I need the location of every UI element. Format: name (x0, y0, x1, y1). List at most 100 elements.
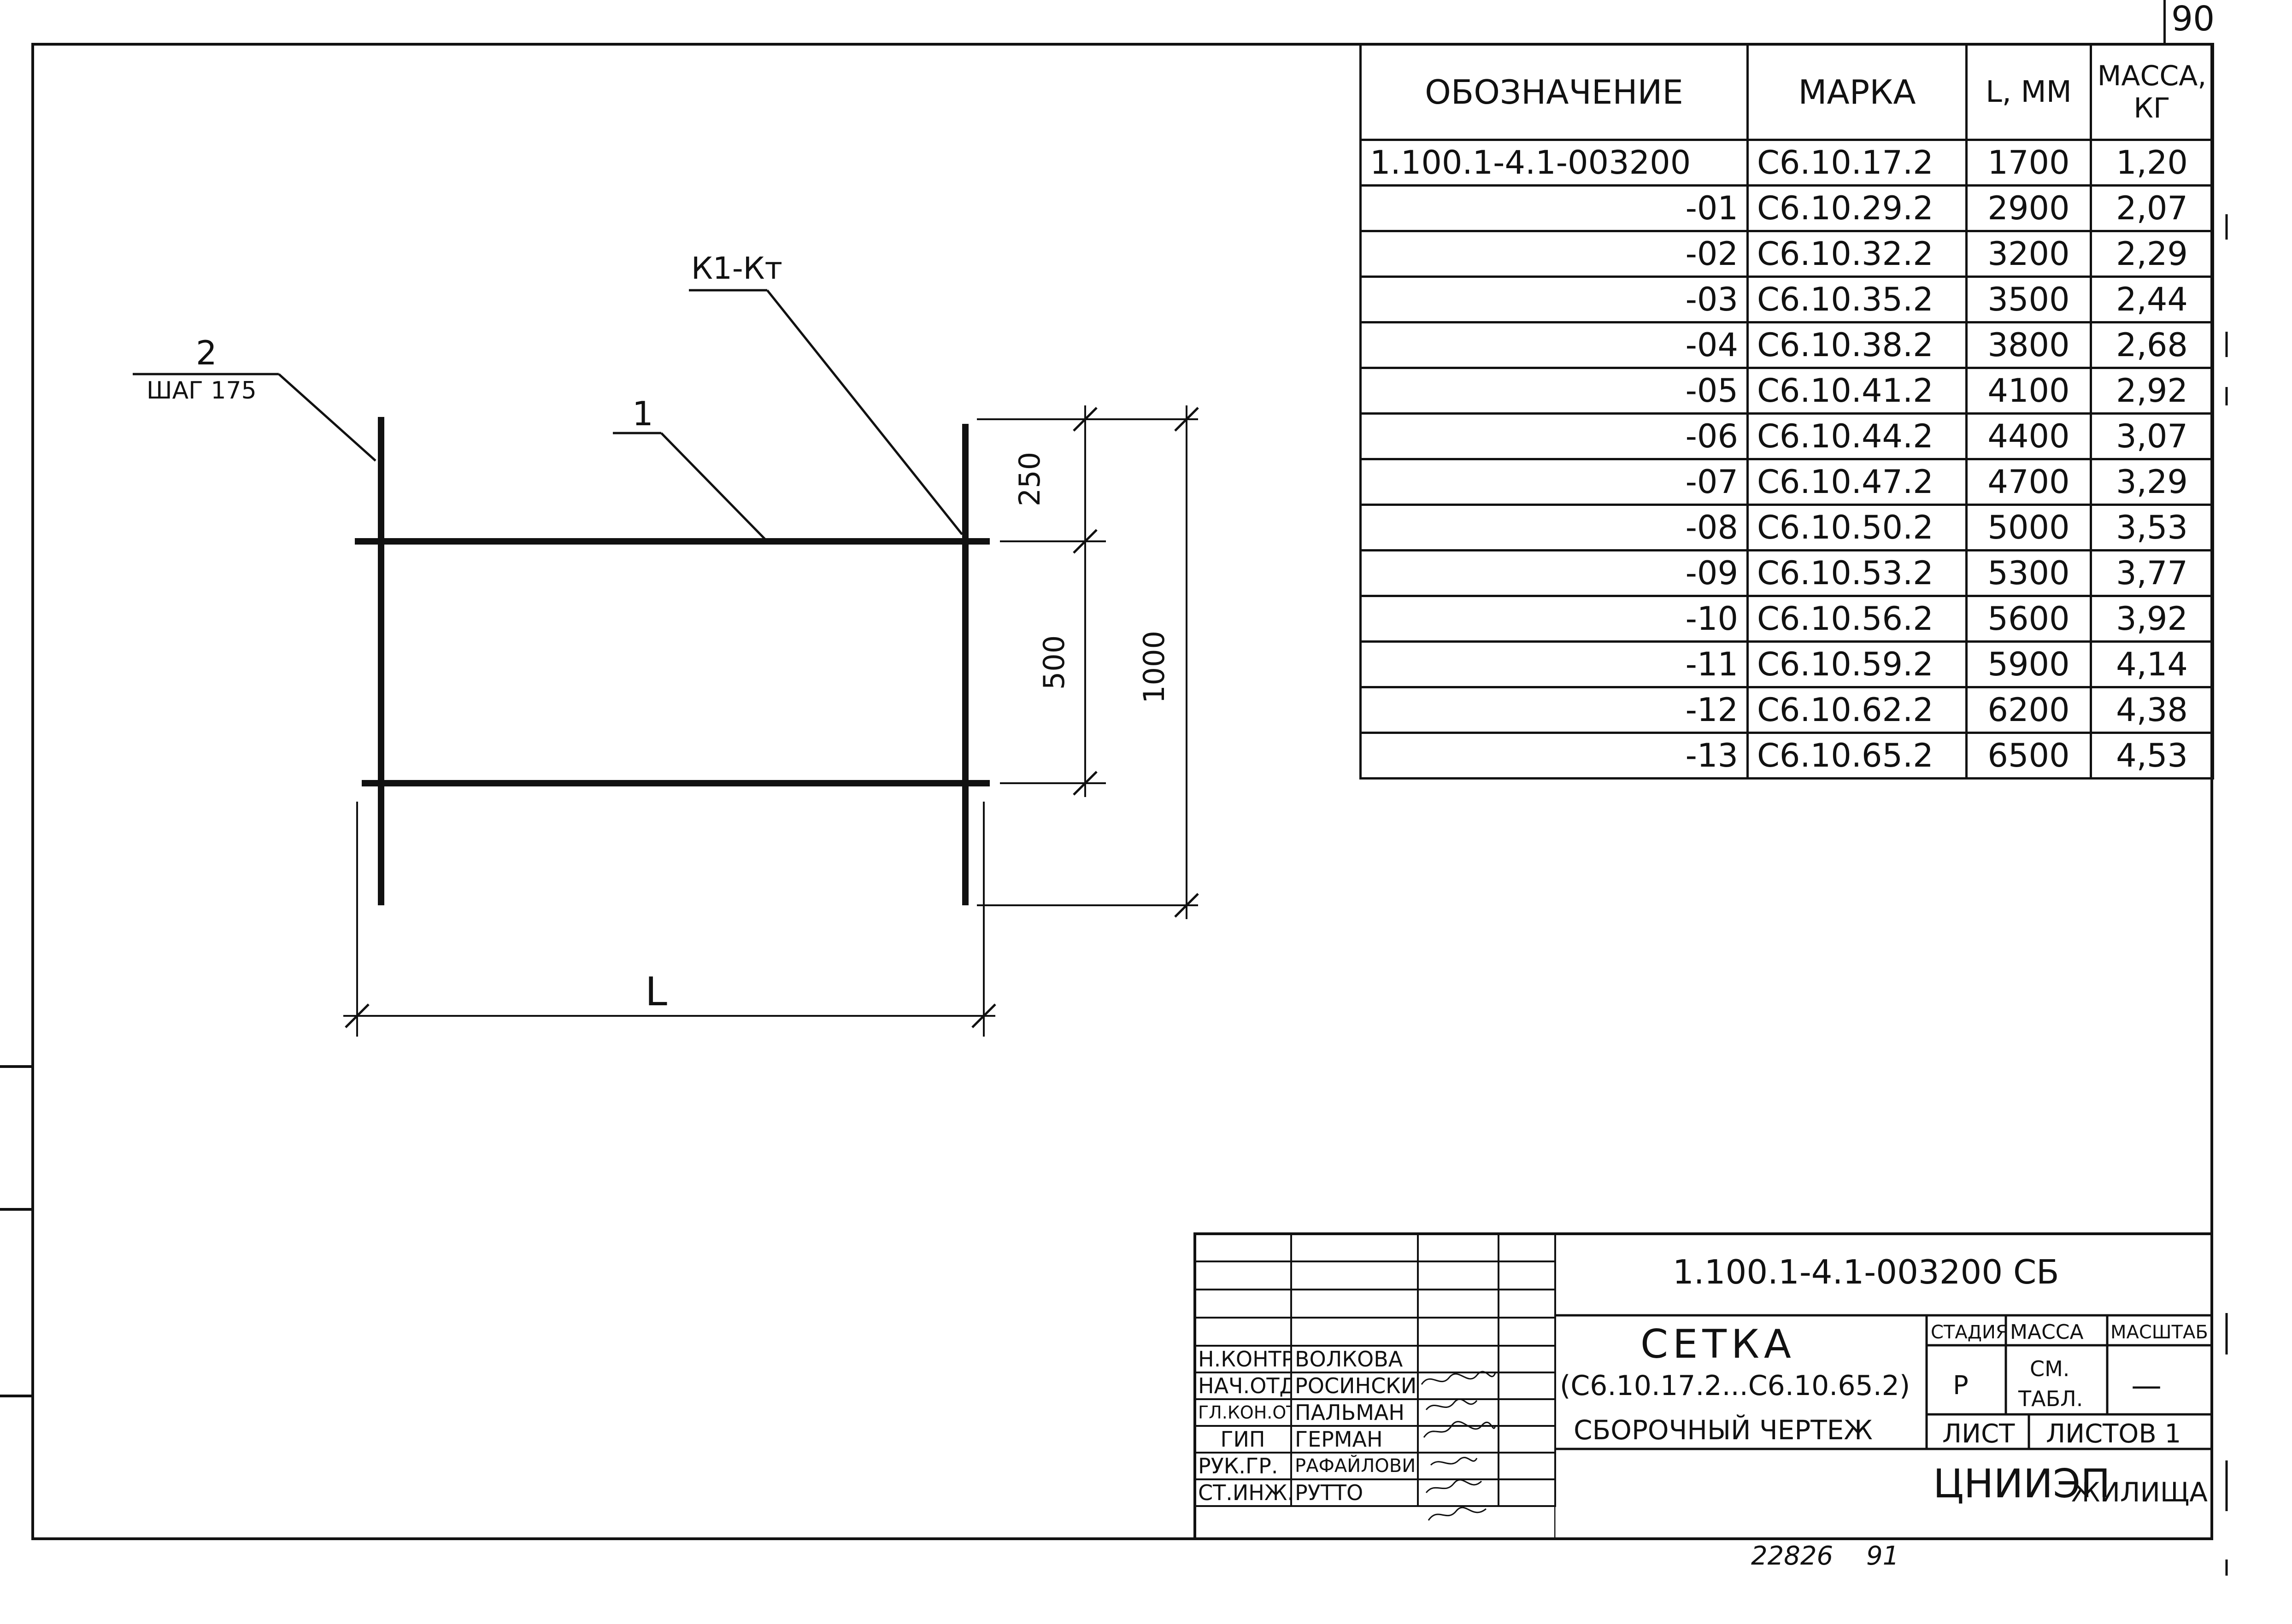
signature-mark (1417, 1478, 1499, 1507)
edge-ticks (0, 1065, 31, 1397)
stage-value: Р (1953, 1371, 1969, 1401)
length-cell: 4100 (1965, 367, 2092, 415)
table-row: -12 С6.10.62.2 6200 4,38 (1359, 686, 2214, 734)
signature-role: Н.КОНТР. (1193, 1345, 1292, 1373)
mass-cell: 4,53 (2090, 732, 2214, 780)
specification-table: ОБОЗНАЧЕНИЕ МАРКА L, ММ МАССА, КГ 1.100.… (1359, 43, 2214, 780)
mark-cell: С6.10.62.2 (1746, 686, 1968, 734)
designation-cell: -11 (1359, 640, 1749, 688)
length-cell: 4400 (1965, 412, 2092, 460)
signature-row: СТ.ИНЖ. РУТТО (1193, 1478, 1556, 1507)
dimension-length: L (645, 969, 667, 1015)
mark-cell: С6.10.38.2 (1746, 321, 1968, 369)
table-row: -05 С6.10.41.2 4100 2,92 (1359, 367, 2214, 415)
mass-cell: 1,20 (2090, 139, 2214, 187)
mass-cell: 3,29 (2090, 458, 2214, 506)
table-row: -08 С6.10.50.2 5000 3,53 (1359, 504, 2214, 551)
signature-mark (1417, 1345, 1499, 1373)
signature-row: НАЧ.ОТД. РОСИНСКИЙ (1193, 1372, 1556, 1400)
mark-cell: С6.10.35.2 (1746, 276, 1968, 323)
mass-cell: 3,53 (2090, 504, 2214, 551)
mass-cell: 4,38 (2090, 686, 2214, 734)
mark-cell: С6.10.44.2 (1746, 412, 1968, 460)
signature-role: НАЧ.ОТД. (1193, 1372, 1292, 1400)
header-length: L, ММ (1965, 43, 2092, 141)
length-cell: 5000 (1965, 504, 2092, 551)
sheet-number: 90 (2171, 0, 2215, 39)
mass-header: МАССА (2010, 1320, 2084, 1344)
mass-cell: 2,68 (2090, 321, 2214, 369)
title-main: СЕТКА (1640, 1321, 1796, 1367)
designation-cell: -02 (1359, 230, 1749, 278)
table-row: -01 С6.10.29.2 2900 2,07 (1359, 184, 2214, 232)
designation-cell: -03 (1359, 276, 1749, 323)
mass-cell: 2,44 (2090, 276, 2214, 323)
table-row: -06 С6.10.44.2 4400 3,07 (1359, 412, 2214, 460)
mark-cell: С6.10.59.2 (1746, 640, 1968, 688)
mark-cell: С6.10.41.2 (1746, 367, 1968, 415)
signature-mark (1417, 1425, 1499, 1454)
header-designation: ОБОЗНАЧЕНИЕ (1359, 43, 1749, 141)
org-name-part2: ЖИЛИЩА (2071, 1477, 2208, 1508)
table-row: 1.100.1-4.1-003200 С6.10.17.2 1700 1,20 (1359, 139, 2214, 187)
mass-cell: 2,29 (2090, 230, 2214, 278)
signature-row: ГЛ.КОН.ОТД. ПАЛЬМАН (1193, 1398, 1556, 1427)
header-mass: МАССА, КГ (2090, 43, 2214, 141)
length-cell: 5600 (1965, 595, 2092, 643)
length-cell: 6200 (1965, 686, 2092, 734)
signature-name: ПАЛЬМАН (1290, 1398, 1419, 1427)
table-row: -04 С6.10.38.2 3800 2,68 (1359, 321, 2214, 369)
mass-cell: 2,92 (2090, 367, 2214, 415)
designation-cell: 1.100.1-4.1-003200 (1359, 139, 1749, 187)
table-row: -13 С6.10.65.2 6500 4,53 (1359, 732, 2214, 780)
sheet-number-box (2163, 0, 2214, 43)
dimension-1000: 1000 (1137, 631, 1171, 704)
mark-cell: С6.10.17.2 (1746, 139, 1968, 187)
org-name-part1: ЦНИИЭП (1933, 1461, 2110, 1507)
designation-cell: -04 (1359, 321, 1749, 369)
signature-mark (1417, 1452, 1499, 1480)
length-cell: 5300 (1965, 549, 2092, 597)
mass-cell: 3,77 (2090, 549, 2214, 597)
signature-name: РОСИНСКИЙ (1290, 1372, 1419, 1400)
title-range: (С6.10.17.2...С6.10.65.2) (1560, 1370, 1910, 1402)
table-row: -07 С6.10.47.2 4700 3,29 (1359, 458, 2214, 506)
position-2-label: 2 (196, 334, 217, 372)
table-row: -09 С6.10.53.2 5300 3,77 (1359, 549, 2214, 597)
designation-cell: -07 (1359, 458, 1749, 506)
signature-name: РАФАЙЛОВИЧ (1290, 1452, 1419, 1480)
designation-cell: -10 (1359, 595, 1749, 643)
designation-cell: -06 (1359, 412, 1749, 460)
title-kind: СБОРОЧНЫЙ ЧЕРТЕЖ (1574, 1414, 1873, 1446)
mass-cell: 3,07 (2090, 412, 2214, 460)
signature-role: ГИП (1193, 1425, 1292, 1454)
welds-label: К1-Кт (691, 251, 782, 286)
mark-cell: С6.10.50.2 (1746, 504, 1968, 551)
length-cell: 6500 (1965, 732, 2092, 780)
dimension-250: 250 (1013, 451, 1046, 507)
header-mark: МАРКА (1746, 43, 1968, 141)
scale-value: — (2131, 1368, 2162, 1403)
mark-cell: С6.10.56.2 (1746, 595, 1968, 643)
sheets-label: ЛИСТОВ 1 (2046, 1419, 2181, 1449)
designation-cell: -01 (1359, 184, 1749, 232)
mass-value-line1: СМ. (2030, 1356, 2070, 1381)
position-1-label: 1 (632, 394, 653, 433)
mass-cell: 4,14 (2090, 640, 2214, 688)
length-cell: 4700 (1965, 458, 2092, 506)
signature-table: Н.КОНТР. ВОЛКОВА НАЧ.ОТД. РОСИНСКИЙ ГЛ.К… (1193, 1232, 1556, 1507)
signature-role: ГЛ.КОН.ОТД. (1193, 1398, 1292, 1427)
mass-cell: 2,07 (2090, 184, 2214, 232)
length-cell: 3500 (1965, 276, 2092, 323)
designation-cell: -12 (1359, 686, 1749, 734)
document-code: 1.100.1-4.1-003200 СБ (1673, 1253, 2059, 1291)
signature-row: ГИП ГЕРМАН (1193, 1425, 1556, 1454)
table-row: -10 С6.10.56.2 5600 3,92 (1359, 595, 2214, 643)
scale-header: МАСШТАБ (2110, 1322, 2208, 1343)
dimension-500: 500 (1037, 635, 1071, 690)
footer-code: 91 (1866, 1541, 1899, 1571)
designation-cell: -05 (1359, 367, 1749, 415)
mark-cell: С6.10.47.2 (1746, 458, 1968, 506)
